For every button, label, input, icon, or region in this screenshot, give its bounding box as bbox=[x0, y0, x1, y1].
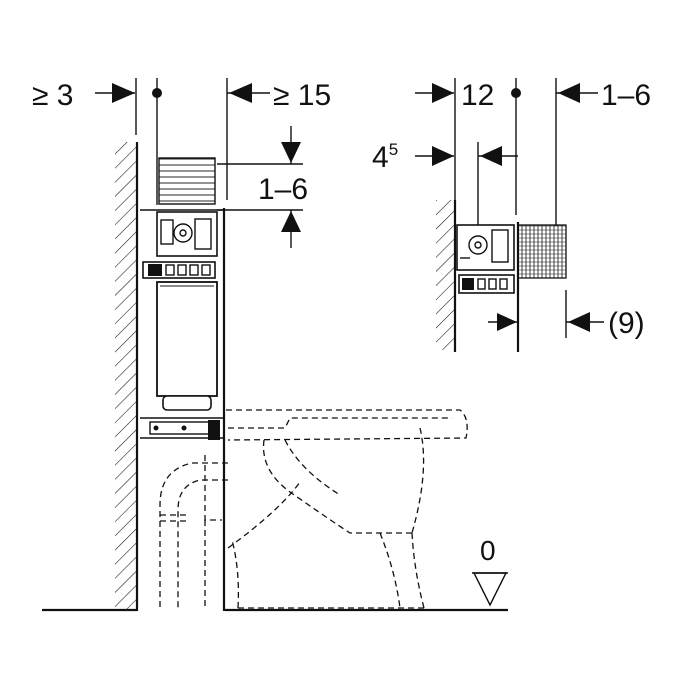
detail-actuation-plate bbox=[517, 224, 567, 279]
arrow-right-icon bbox=[432, 83, 454, 103]
depth-label: 12 bbox=[461, 79, 494, 112]
dimension-depth: 12 bbox=[415, 78, 521, 215]
axis-dot-icon bbox=[152, 88, 162, 98]
detail-bracket bbox=[458, 274, 515, 294]
arrow-down-icon bbox=[281, 142, 301, 163]
dimension-panel: (9) bbox=[488, 290, 645, 340]
dimension-wall-gap: ≥ 3 bbox=[32, 78, 162, 205]
arrow-left-icon bbox=[558, 83, 580, 103]
dimension-right-adjust: 1–6 bbox=[555, 78, 651, 226]
offset-label: 45 bbox=[372, 140, 398, 174]
floor-level-marker: 0 bbox=[472, 535, 508, 607]
fill-valve bbox=[156, 211, 218, 257]
arrow-right-icon bbox=[497, 313, 517, 331]
right-adjust-label: 1–6 bbox=[601, 79, 651, 112]
level-triangle-icon bbox=[472, 572, 508, 607]
cistern-body bbox=[156, 281, 218, 397]
dimension-front-gap: ≥ 15 bbox=[226, 78, 331, 200]
dimension-height-adjust: 1–6 bbox=[217, 126, 308, 248]
arrow-left-icon bbox=[568, 312, 590, 332]
left-view: ≥ 3 ≥ 15 1–6 bbox=[32, 78, 508, 612]
drain-pipe bbox=[159, 455, 228, 608]
arrow-up-icon bbox=[281, 211, 301, 232]
arrow-right-icon bbox=[112, 83, 135, 103]
actuation-plate bbox=[140, 157, 224, 211]
toilet-bowl-outline bbox=[226, 409, 468, 609]
wall-hatching bbox=[115, 142, 139, 611]
arrow-left-icon bbox=[229, 83, 252, 103]
front-gap-label: ≥ 15 bbox=[273, 79, 331, 112]
mounting-bracket bbox=[142, 261, 216, 279]
right-view: 12 1–6 45 bbox=[372, 78, 651, 352]
wall-gap-label: ≥ 3 bbox=[32, 79, 73, 112]
detail-wall-hatching bbox=[436, 200, 457, 352]
arrow-right-icon bbox=[432, 146, 454, 166]
flush-outlet bbox=[140, 395, 224, 440]
height-adjust-label: 1–6 bbox=[258, 173, 308, 206]
arrow-left-icon bbox=[480, 146, 502, 166]
panel-label: (9) bbox=[608, 307, 645, 340]
dimension-offset: 45 bbox=[372, 140, 518, 245]
floor-level-label: 0 bbox=[480, 535, 496, 566]
detail-fill-valve bbox=[456, 224, 515, 271]
